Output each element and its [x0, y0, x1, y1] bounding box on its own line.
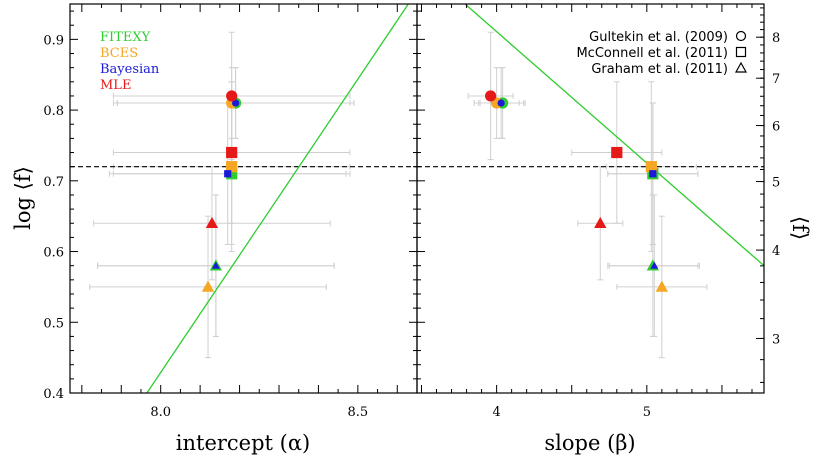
left-y-axis-label: log ⟨f⟩ [11, 166, 35, 230]
bces-square-point [226, 161, 238, 173]
left-axis-ticks: 0.4 0.5 0.6 0.7 0.8 0.9 8.0 8.5 [43, 4, 418, 420]
x-tick-label: 5 [643, 405, 651, 420]
legend-entry: Gultekin et al. (2009) [589, 30, 728, 45]
fit-line [146, 4, 409, 393]
fit-line [464, 4, 764, 267]
bayesian-circle-point [497, 99, 505, 107]
right-fit-line [464, 4, 764, 267]
legend-entry: Graham et al. (2011) [591, 62, 728, 77]
right-panel: 4 5 3 4 5 6 7 8 Gultekin et al. (2009)McConnell… [416, 3, 812, 455]
left-x-axis-label: intercept (α) [176, 431, 310, 455]
bayesian-circle-point [232, 99, 240, 107]
right-axis-tick-label: 6 [772, 120, 780, 135]
bayesian-triangle-point [650, 261, 659, 269]
bayesian-square-point [224, 170, 232, 178]
left-data-points [201, 90, 242, 292]
right-x-axis-label: slope (β) [544, 431, 635, 455]
legend-circle-icon [735, 30, 747, 42]
bces-triangle-point [201, 280, 215, 292]
right-y-axis-label: ⟨f⟩ [788, 216, 812, 240]
fitexy-square-point [226, 168, 238, 180]
legend-entry: BCES [100, 46, 138, 61]
right-legend: Gultekin et al. (2009)McConnell et al. (… [576, 30, 748, 77]
legend-entry: Bayesian [100, 62, 160, 77]
y-tick-label: 0.8 [43, 104, 64, 119]
y-tick-label: 0.6 [43, 246, 64, 261]
legend-entry: MLE [100, 78, 131, 93]
right-axis-ticks: 4 5 3 4 5 6 7 8 [417, 4, 780, 420]
right-axis-tick-label: 7 [772, 72, 780, 87]
right-axis-tick-label: 4 [772, 244, 780, 259]
right-axis-tick-label: 5 [772, 176, 780, 191]
left-fit-line [146, 4, 409, 393]
x-tick-label: 8.5 [348, 405, 369, 420]
bayesian-square-point [649, 170, 657, 178]
x-tick-label: 8.0 [150, 405, 171, 420]
mle-triangle-point [594, 216, 607, 229]
right-axis-tick-label: 3 [772, 332, 780, 347]
legend-entry: FITEXY [100, 30, 151, 45]
right-data-points [485, 90, 669, 292]
right-plot-frame [416, 3, 765, 394]
mle-square-point [611, 146, 623, 159]
y-tick-label: 0.4 [43, 387, 64, 402]
mle-circle-point [226, 90, 238, 102]
y-tick-label: 0.7 [43, 175, 64, 190]
bces-square-point [645, 161, 657, 173]
left-panel: 0.4 0.5 0.6 0.7 0.8 0.9 8.0 8.5 FITEXYBCESBayes… [11, 3, 418, 455]
legend-triangle-icon [734, 61, 748, 73]
right-axis-tick-label: 8 [772, 31, 780, 46]
right-error-bars [467, 31, 708, 359]
bayesian-triangle-point [211, 261, 220, 269]
legend-square-icon [735, 46, 747, 58]
mle-triangle-point [205, 216, 219, 229]
bces-triangle-point [655, 280, 669, 292]
y-tick-label: 0.5 [43, 316, 64, 331]
mle-square-point [226, 146, 238, 159]
mle-circle-point [485, 90, 497, 102]
legend-entry: McConnell et al. (2011) [576, 46, 728, 61]
x-tick-label: 4 [492, 405, 500, 420]
y-tick-label: 0.9 [43, 33, 64, 48]
